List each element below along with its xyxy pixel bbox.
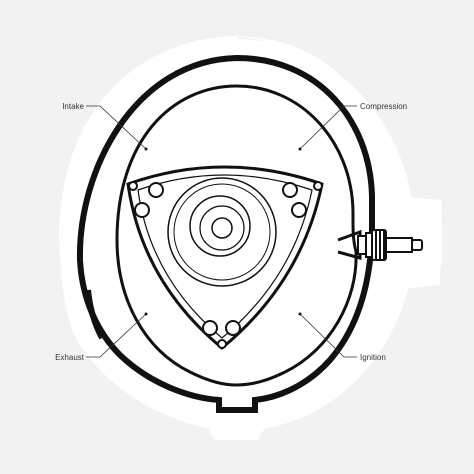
ignition-leader — [299, 313, 357, 358]
rotor-hole — [291, 202, 307, 218]
intake-leader — [86, 105, 147, 150]
housing-accent — [85, 289, 105, 340]
eccentric-shaft — [211, 217, 233, 239]
stationary-gear — [199, 205, 245, 251]
apex-seal-top-right — [313, 181, 323, 191]
exhaust-leader — [86, 313, 147, 358]
rotor-hole — [225, 320, 241, 336]
rotor-hole — [134, 202, 150, 218]
apex-seal-top-left — [128, 181, 138, 191]
rotor-inner-edge — [137, 174, 313, 339]
inner-chamber — [115, 84, 358, 387]
rotor-hole — [148, 182, 164, 198]
rotor-gear-ring-inner — [173, 183, 271, 281]
outer-housing — [76, 54, 375, 413]
compression-leader — [299, 105, 357, 150]
exhaust-label: Exhaust — [55, 353, 85, 362]
spark-plug-icon — [357, 229, 423, 261]
compression-label: Compression — [360, 102, 407, 111]
ignition-label: Ignition — [360, 353, 386, 362]
intake-label: Intake — [62, 102, 84, 111]
apex-seal-bottom — [217, 339, 227, 349]
rotor — [126, 165, 324, 350]
rotor-hole — [202, 320, 218, 336]
rotor-gear-ring — [167, 177, 277, 287]
rotor-hole — [282, 182, 298, 198]
